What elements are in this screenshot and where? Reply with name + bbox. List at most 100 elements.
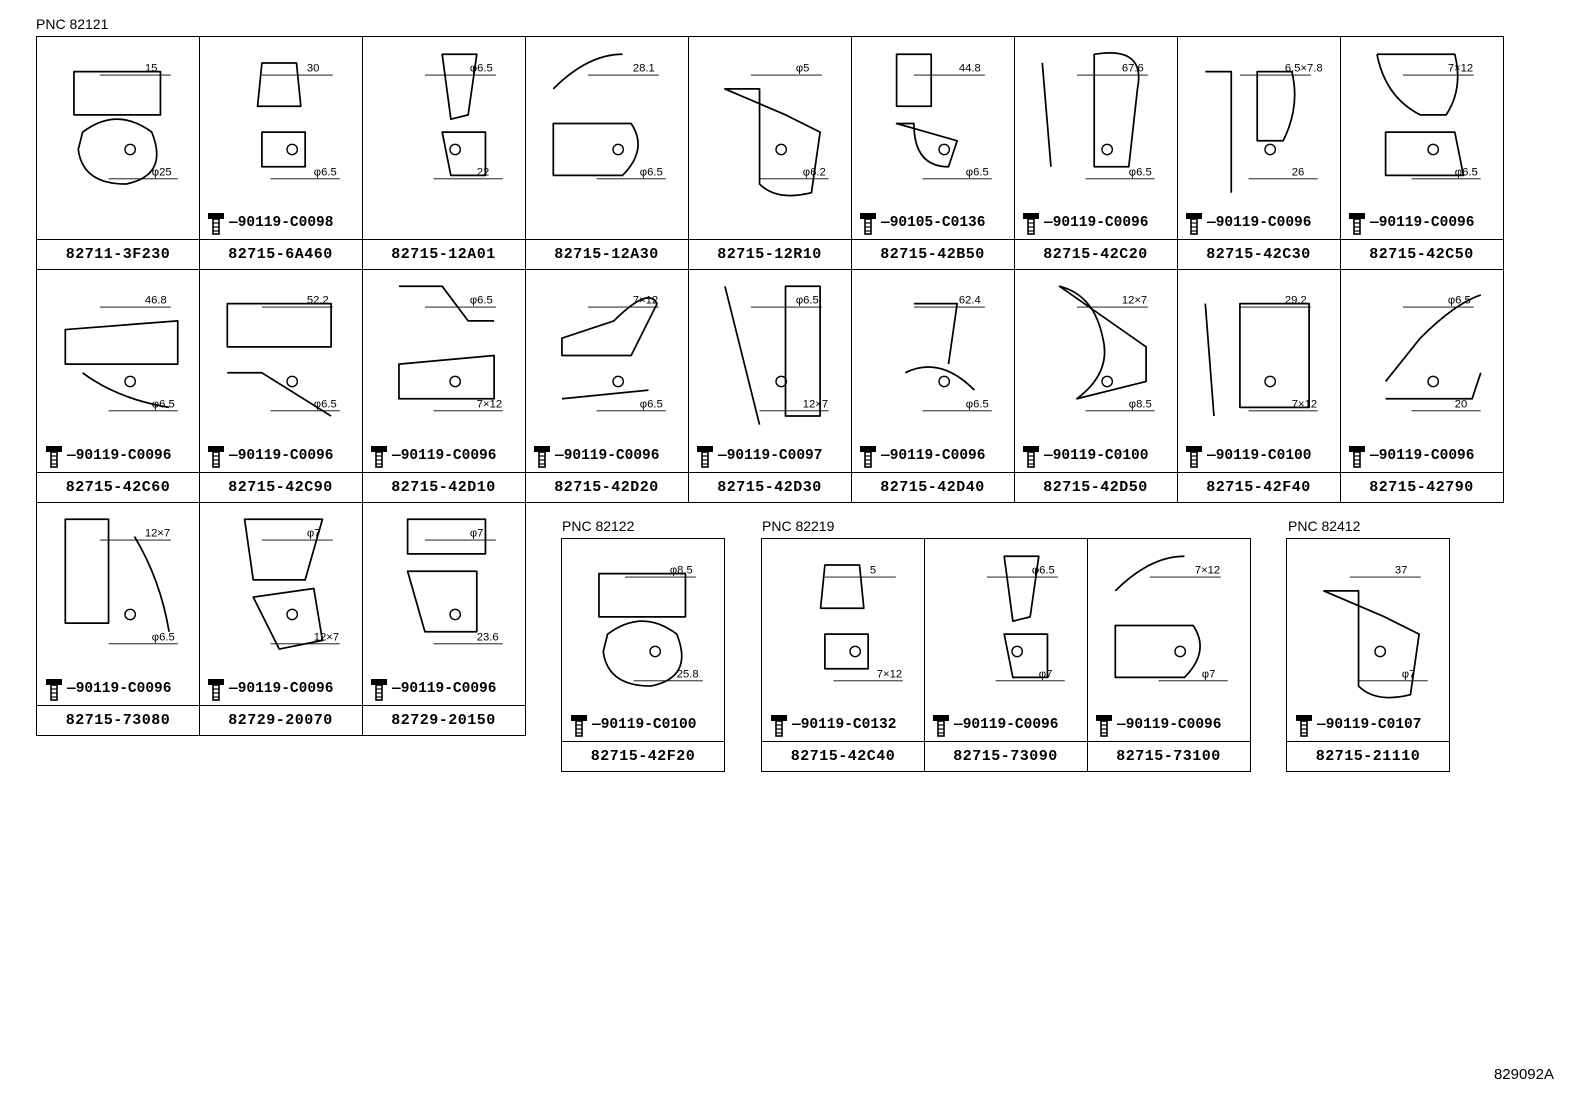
dimension-label: φ6.5 xyxy=(796,295,819,307)
dimension-label: φ5 xyxy=(796,63,810,75)
dimension-label: 12×7 xyxy=(803,398,828,410)
bracket-drawing: 12×7φ8.5 xyxy=(1058,285,1155,412)
dimension-label: 23.6 xyxy=(477,631,499,643)
pnc-label-82412: PNC 82412 xyxy=(1288,518,1361,534)
bolt-icon xyxy=(697,446,713,468)
bolt-icon xyxy=(1349,446,1365,468)
bolt-number: —90119-C0132 xyxy=(768,713,896,737)
bolt-part-number: —90119-C0100 xyxy=(592,717,697,733)
dimension-label: φ7 xyxy=(1202,668,1216,680)
bolt-icon xyxy=(1023,446,1039,468)
pnc-label-82219: PNC 82219 xyxy=(762,518,835,534)
bracket-drawing: φ8.525.8 xyxy=(598,565,703,687)
part-number: 82715-42D50 xyxy=(1014,472,1177,502)
dimension-label: 37 xyxy=(1395,565,1408,577)
bracket-drawing: φ5 φ6.2 xyxy=(724,63,829,197)
bolt-number: —90119-C0098 xyxy=(205,211,333,235)
bolt-number: —90119-C0096 xyxy=(930,713,1058,737)
bolt-number: —90119-C0096 xyxy=(1093,713,1221,737)
part-number: 82715-42C30 xyxy=(1177,239,1340,269)
dimension-label: φ25 xyxy=(152,166,172,178)
dimension-label: φ8.5 xyxy=(670,565,693,577)
part-number: 82715-12R10 xyxy=(688,239,851,269)
bracket-drawing: 7×12 φ7 xyxy=(1114,555,1228,682)
bolt-part-number: —90105-C0136 xyxy=(881,215,986,231)
part-number: 82715-73090 xyxy=(924,741,1087,771)
bolt-number: —90119-C0100 xyxy=(1020,444,1148,468)
dimension-label: φ6.2 xyxy=(803,166,826,178)
bracket-drawing: 46.8φ6.5 xyxy=(64,295,179,412)
bracket-drawing: 62.4φ6.5 xyxy=(904,295,992,412)
bracket-drawing: φ6.520 xyxy=(1384,294,1482,412)
bolt-icon xyxy=(771,715,787,737)
bolt-part-number: —90119-C0096 xyxy=(1370,215,1475,231)
bolt-part-number: —90119-C0096 xyxy=(1207,215,1312,231)
bolt-number: —90119-C0096 xyxy=(368,444,496,468)
dimension-label: φ6.5 xyxy=(640,398,663,410)
bracket-drawing: 5 7×12 xyxy=(819,564,903,682)
bolt-icon xyxy=(534,446,550,468)
bolt-part-number: —90119-C0096 xyxy=(229,448,334,464)
dimension-label: 20 xyxy=(1455,398,1468,410)
bolt-part-number: —90119-C0107 xyxy=(1317,717,1422,733)
dimension-label: φ7 xyxy=(1402,668,1416,680)
part-number: 82715-42C50 xyxy=(1340,239,1503,269)
dimension-label: 15 xyxy=(145,63,158,75)
dimension-label: 5 xyxy=(870,565,876,577)
dimension-label: φ6.5 xyxy=(966,398,989,410)
dimension-label: φ6.5 xyxy=(640,166,663,178)
dimension-label: 7×12 xyxy=(1292,398,1317,410)
dimension-label: φ6.5 xyxy=(1455,166,1478,178)
dimension-label: 7×12 xyxy=(633,295,658,307)
dimension-label: 7×12 xyxy=(877,668,902,680)
part-number: 82715-6A460 xyxy=(199,239,362,269)
bolt-number: —90119-C0096 xyxy=(531,444,659,468)
bracket-drawing: φ6.5 12×7 xyxy=(724,285,829,425)
dimension-label: 6.5×7.8 xyxy=(1285,63,1323,75)
bolt-part-number: —90119-C0100 xyxy=(1207,448,1312,464)
bolt-number: —90119-C0096 xyxy=(205,444,333,468)
dimension-label: φ6.5 xyxy=(1129,166,1152,178)
bracket-drawing: φ6.522 xyxy=(424,53,503,180)
part-cell: φ5 φ6.2 82715-12R10 xyxy=(688,36,852,270)
bolt-part-number: —90119-C0098 xyxy=(229,215,334,231)
bolt-number: —90119-C0096 xyxy=(1346,444,1474,468)
bolt-number: —90119-C0096 xyxy=(857,444,985,468)
bolt-number: —90119-C0096 xyxy=(43,677,171,701)
dimension-label: φ6.5 xyxy=(314,166,337,178)
diagram-code: 829092A xyxy=(1493,1066,1554,1083)
bolt-part-number: —90119-C0096 xyxy=(555,448,660,464)
dimension-label: φ8.5 xyxy=(1129,398,1152,410)
part-number: 82715-12A01 xyxy=(362,239,525,269)
dimension-label: φ6.5 xyxy=(152,398,175,410)
bolt-icon xyxy=(933,715,949,737)
bolt-icon xyxy=(571,715,587,737)
bracket-drawing: 37 φ7 xyxy=(1323,565,1428,699)
bracket-drawing: 28.1φ6.5 xyxy=(552,53,666,180)
dimension-label: φ6.5 xyxy=(470,295,493,307)
bolt-part-number: —90119-C0096 xyxy=(1117,717,1222,733)
dimension-label: 7×12 xyxy=(1195,565,1220,577)
part-number: 82715-42C40 xyxy=(762,741,924,771)
bolt-part-number: —90119-C0096 xyxy=(392,681,497,697)
bolt-part-number: —90119-C0096 xyxy=(1370,448,1475,464)
bolt-number: —90119-C0097 xyxy=(694,444,822,468)
bolt-number: —90105-C0136 xyxy=(857,211,985,235)
